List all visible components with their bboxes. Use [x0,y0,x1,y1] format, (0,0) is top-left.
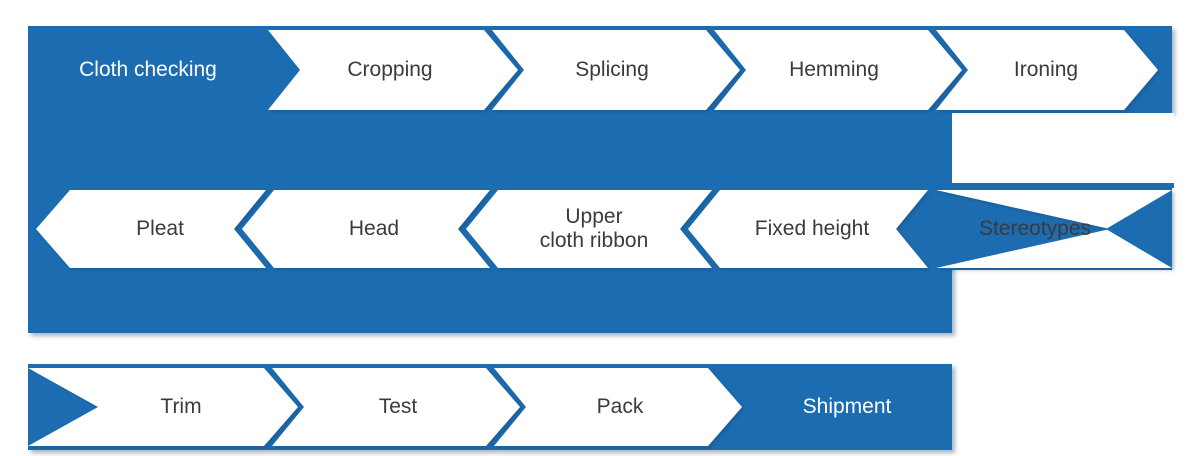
row-1-arrow-splicing[interactable] [492,30,740,110]
row-right-gap-edge [952,183,1174,188]
row-3-arrows [28,368,742,446]
row-2-arrows [36,190,1172,268]
row-1-arrows [268,30,1158,110]
row-2-arrow-fixed-height[interactable] [688,190,928,268]
row-2-arrow-stereotypes[interactable] [936,190,1172,268]
row-3-arrow-pack[interactable] [494,368,742,446]
row-1-arrow-ironing[interactable] [936,30,1158,110]
row-3-arrow-test[interactable] [272,368,520,446]
row-2-arrow-stereotypes-notch [1106,190,1172,268]
row-1-arrow-cropping[interactable] [268,30,518,110]
row-2-arrow-pleat[interactable] [36,190,266,268]
row-1-arrow-hemming[interactable] [714,30,962,110]
row-right-gap-upper [952,113,1174,183]
row-2-arrow-upper-cloth-ribbon[interactable] [466,190,712,268]
row-2-arrow-head[interactable] [242,190,490,268]
row-3-arrow-trim-notch [28,368,94,446]
row-3-arrow-trim[interactable] [28,368,298,446]
